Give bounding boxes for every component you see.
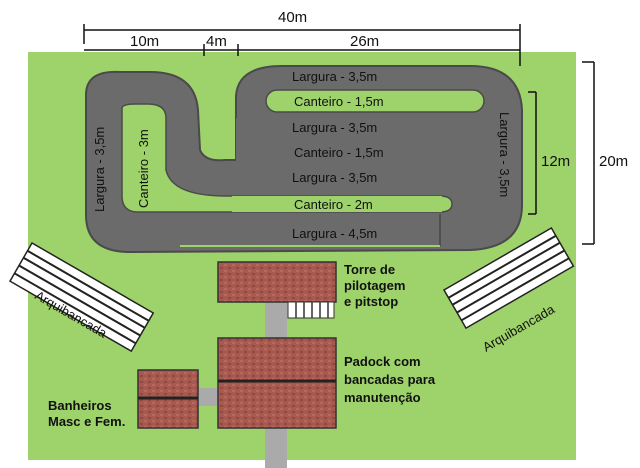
tower-building [217,261,337,303]
paddock-building [217,337,337,429]
grandstand-right [442,226,575,330]
grandstand-left [8,241,155,353]
label-canteiro-1: Canteiro - 1,5m [294,94,384,109]
label-paddock-1: Padock com [344,354,421,369]
dim-seg-a: 10m [130,33,159,50]
label-restroom-2: Masc e Fem. [48,414,125,429]
dim-seg-c: 26m [350,33,379,50]
path-horizontal [198,388,220,406]
dimension-top [83,24,521,66]
label-mid-width-2: Largura - 3,5m [292,170,377,185]
label-tower-3: e pitstop [344,294,398,309]
label-mid-width-1: Largura - 3,5m [292,120,377,135]
label-right-width: Largura - 3,5m [497,112,512,197]
dim-total-width: 40m [278,9,307,26]
kart-track [85,65,523,254]
infield-right [236,118,486,184]
dim-seg-b: 4m [206,33,227,50]
infield-canteiro-1 [265,89,485,113]
pitstop-stripes [287,301,335,319]
label-left-width: Largura - 3,5m [92,127,107,212]
label-paddock-2: bancadas para [344,372,436,387]
label-canteiro-2: Canteiro - 1,5m [294,145,384,160]
infield-canteiro-3 [232,196,442,212]
label-paddock-3: manutenção [344,390,421,405]
dimension-right [528,61,595,245]
label-canteiro-3: Canteiro - 2m [294,197,373,212]
label-top-width: Largura - 3,5m [292,69,377,84]
label-restroom-1: Banheiros [48,398,112,413]
dim-inner-height: 12m [541,153,570,170]
label-tower-1: Torre de [344,262,395,277]
label-bottom-width: Largura - 4,5m [292,226,377,241]
label-tower-2: pilotagem [344,278,405,293]
label-left-canteiro: Canteiro - 3m [136,129,151,208]
dim-total-height: 20m [599,153,628,170]
